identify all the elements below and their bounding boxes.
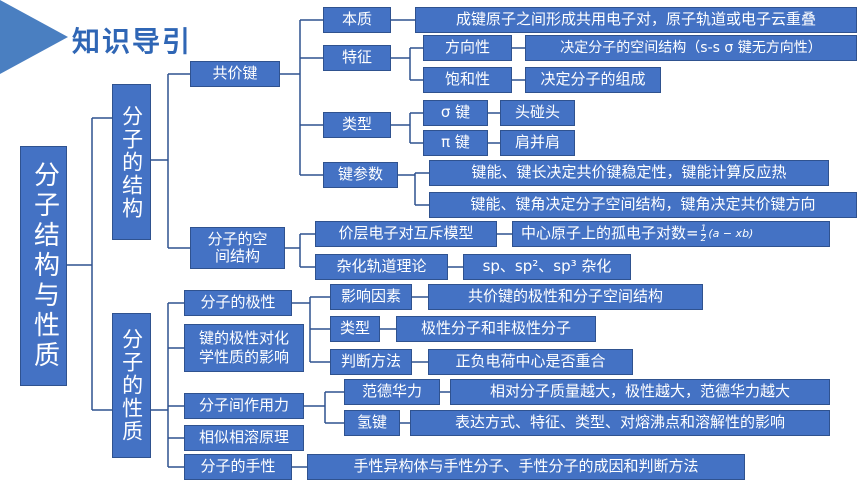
- spatial-structure-node: 分子的空间结构: [190, 227, 285, 269]
- intermolecular-force-node: 分子间作用力: [184, 393, 304, 419]
- page-title: 知识导引: [72, 25, 193, 58]
- covalent-bond-node: 共价键: [190, 61, 280, 87]
- vsepr-node: 价层电子对互斥模型: [315, 221, 497, 247]
- van-der-waals-node: 范德华力: [344, 379, 440, 405]
- saturation-node: 饱和性: [423, 67, 512, 93]
- essence-node: 本质: [323, 7, 391, 33]
- hydrogen-bond-desc: 表达方式、特征、类型、对熔沸点和溶解性的影响: [410, 410, 830, 436]
- chirality-desc: 手性异构体与手性分子、手性分子的成因和判断方法: [307, 454, 745, 480]
- formula-numerator: 1: [700, 223, 707, 235]
- sigma-bond-desc: 头碰头: [500, 100, 575, 126]
- root-node: 分子结构与性质: [20, 146, 67, 386]
- sigma-bond-node: σ 键: [423, 100, 488, 126]
- polarity-types-node: 类型: [330, 316, 380, 342]
- bond-params-desc-1: 键能、键长决定共价键稳定性，键能计算反应热: [429, 160, 829, 186]
- saturation-desc: 决定分子的组成: [525, 67, 661, 93]
- bond-params-desc-2: 键能、键角决定分子空间结构，键角决定共价键方向: [429, 192, 857, 218]
- structure-node: 分子的结构: [112, 84, 151, 240]
- hydrogen-bond-node: 氢键: [344, 410, 400, 436]
- molecular-polarity-node: 分子的极性: [184, 290, 292, 316]
- feature-node: 特征: [323, 45, 391, 71]
- chirality-node: 分子的手性: [184, 454, 292, 480]
- directionality-node: 方向性: [423, 35, 512, 61]
- polarity-types-desc: 极性分子和非极性分子: [396, 316, 596, 342]
- header-arrow-icon: [0, 0, 68, 74]
- van-der-waals-desc: 相对分子质量越大，极性越大，范德华力越大: [450, 379, 830, 405]
- bond-params-node: 键参数: [323, 162, 398, 188]
- polarity-factors-node: 影响因素: [330, 284, 412, 310]
- bond-type-node: 类型: [323, 112, 391, 138]
- polarity-judge-desc: 正负电荷中心是否重合: [428, 349, 633, 375]
- formula-expression: (a − xb): [708, 226, 754, 240]
- pi-bond-desc: 肩并肩: [500, 130, 575, 156]
- pi-bond-node: π 键: [423, 130, 488, 156]
- directionality-desc: 决定分子的空间结构（s-s σ 键无方向性）: [525, 35, 857, 61]
- like-dissolves-like-node: 相似相溶原理: [184, 425, 304, 451]
- vsepr-desc-text: 中心原子上的孤电子对数=: [521, 224, 699, 243]
- polarity-judge-node: 判断方法: [330, 349, 412, 375]
- properties-node: 分子的性质: [112, 313, 151, 458]
- lone-pair-formula: 1 2 (a − xb): [700, 223, 754, 244]
- essence-desc: 成键原子之间形成共用电子对，原子轨道或电子云重叠: [415, 7, 857, 33]
- bond-polarity-effect-node: 键的极性对化学性质的影响: [184, 324, 304, 372]
- hybrid-orbital-desc: sp、sp²、sp³ 杂化: [463, 254, 631, 280]
- hybrid-orbital-node: 杂化轨道理论: [315, 254, 448, 280]
- polarity-factors-desc: 共价键的极性和分子空间结构: [428, 284, 703, 310]
- formula-denominator: 2: [700, 233, 707, 244]
- vsepr-desc: 中心原子上的孤电子对数= 1 2 (a − xb): [512, 221, 830, 247]
